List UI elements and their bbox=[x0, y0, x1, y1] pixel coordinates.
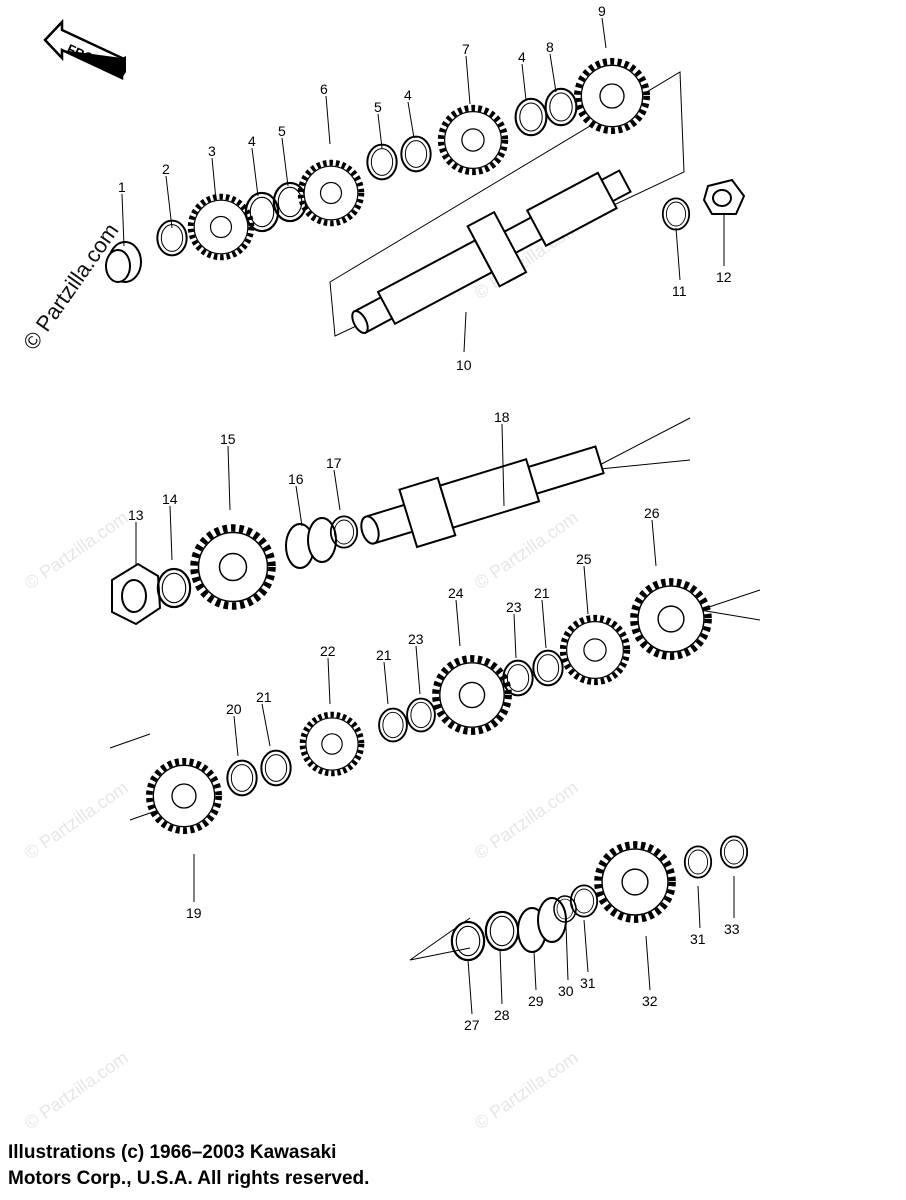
lock-washer-11 bbox=[661, 197, 691, 231]
callout: 4 bbox=[518, 49, 526, 65]
callout: 10 bbox=[456, 357, 472, 373]
callout: 16 bbox=[288, 471, 304, 487]
output-gear-row bbox=[109, 582, 761, 831]
circlip-21 bbox=[260, 749, 292, 787]
needle-bearing-1 bbox=[105, 241, 142, 283]
callout: 27 bbox=[464, 1017, 480, 1033]
callout: 7 bbox=[462, 41, 470, 57]
leader-lines bbox=[121, 17, 735, 1015]
callout: 5 bbox=[278, 123, 286, 139]
callout: 32 bbox=[642, 993, 658, 1009]
gear-32 bbox=[598, 845, 673, 920]
nut-13 bbox=[111, 562, 162, 626]
callout: 30 bbox=[558, 983, 574, 999]
callout: 1 bbox=[118, 179, 126, 195]
callout: 33 bbox=[724, 921, 740, 937]
shaft-10 bbox=[351, 169, 632, 334]
shaft-18 bbox=[360, 445, 605, 549]
idler-gear-assembly bbox=[409, 835, 749, 962]
gear-25 bbox=[563, 618, 627, 682]
callout: 13 bbox=[128, 507, 144, 523]
callout: 2 bbox=[162, 161, 170, 177]
callout: 25 bbox=[576, 551, 592, 567]
callout: 4 bbox=[248, 133, 256, 149]
circlip-21c bbox=[532, 649, 564, 687]
watermark: © Partzilla.com bbox=[471, 1047, 582, 1133]
washer-31b bbox=[683, 845, 713, 879]
output-shaft-assembly bbox=[111, 417, 691, 626]
callout: 4 bbox=[404, 87, 412, 103]
callout: 6 bbox=[320, 81, 328, 97]
watermark: © Partzilla.com bbox=[471, 507, 582, 593]
callout: 8 bbox=[546, 39, 554, 55]
gear-19 bbox=[149, 761, 218, 830]
callout: 12 bbox=[716, 269, 732, 285]
gear-6 bbox=[301, 163, 362, 224]
gear-7 bbox=[441, 108, 505, 172]
washer-31 bbox=[569, 884, 599, 918]
circlip-4c bbox=[514, 97, 548, 137]
callout-labels: 1 2 3 4 5 6 5 4 7 4 8 9 10 11 12 13 14 1… bbox=[118, 3, 740, 1033]
washer-5b bbox=[366, 143, 398, 181]
callout: 23 bbox=[408, 631, 424, 647]
callout: 28 bbox=[494, 1007, 510, 1023]
washer-23 bbox=[405, 697, 437, 733]
input-shaft-assembly bbox=[105, 61, 746, 337]
callout: 31 bbox=[690, 931, 706, 947]
callout: 22 bbox=[320, 643, 336, 659]
circlip-21b bbox=[377, 707, 409, 743]
gear-26 bbox=[634, 582, 709, 657]
front-arrow-tag: FRONT bbox=[43, 18, 126, 80]
callout: 18 bbox=[494, 409, 510, 425]
copyright-notice: Illustrations (c) 1966–2003 Kawasaki Mot… bbox=[8, 1140, 369, 1192]
callout: 21 bbox=[376, 647, 392, 663]
callout: 24 bbox=[448, 585, 464, 601]
callout: 20 bbox=[226, 701, 242, 717]
callout: 14 bbox=[162, 491, 178, 507]
copyright-line-1: Illustrations (c) 1966–2003 Kawasaki bbox=[8, 1142, 337, 1163]
callout: 11 bbox=[672, 283, 687, 299]
gear-9 bbox=[577, 61, 646, 130]
callout: 17 bbox=[326, 455, 342, 471]
callout: 29 bbox=[528, 993, 544, 1009]
watermark: © Partzilla.com bbox=[21, 777, 132, 863]
washer-8 bbox=[544, 87, 578, 127]
copyright-line-2: Motors Corp., U.S.A. All rights reserved… bbox=[8, 1168, 370, 1189]
callout: 21 bbox=[256, 689, 272, 705]
collar-16 bbox=[285, 517, 337, 569]
callout: 26 bbox=[644, 505, 660, 521]
o-ring-17 bbox=[329, 515, 359, 549]
watermark: © Partzilla.com bbox=[471, 777, 582, 863]
washer-20 bbox=[226, 759, 258, 797]
callout: 9 bbox=[598, 3, 606, 19]
callout: 31 bbox=[580, 975, 596, 991]
gear-24 bbox=[436, 659, 509, 732]
needle-bearing-29 bbox=[517, 897, 567, 953]
nut-12 bbox=[702, 178, 746, 215]
circlip-4b bbox=[400, 135, 432, 173]
washer-28 bbox=[484, 910, 520, 952]
callout: 3 bbox=[208, 143, 216, 159]
gear-3 bbox=[191, 197, 252, 258]
watermark: © Partzilla.com bbox=[21, 1047, 132, 1133]
lock-washer-14 bbox=[156, 567, 192, 609]
callout: 19 bbox=[186, 905, 202, 921]
callout: 23 bbox=[506, 599, 522, 615]
sprocket-15 bbox=[194, 528, 272, 606]
circlip-33 bbox=[719, 835, 749, 869]
washer-23b bbox=[502, 659, 534, 697]
washer-27 bbox=[450, 920, 486, 962]
callout: 5 bbox=[374, 99, 382, 115]
callout: 15 bbox=[220, 431, 236, 447]
gear-22 bbox=[303, 715, 362, 774]
callout: 21 bbox=[534, 585, 550, 601]
